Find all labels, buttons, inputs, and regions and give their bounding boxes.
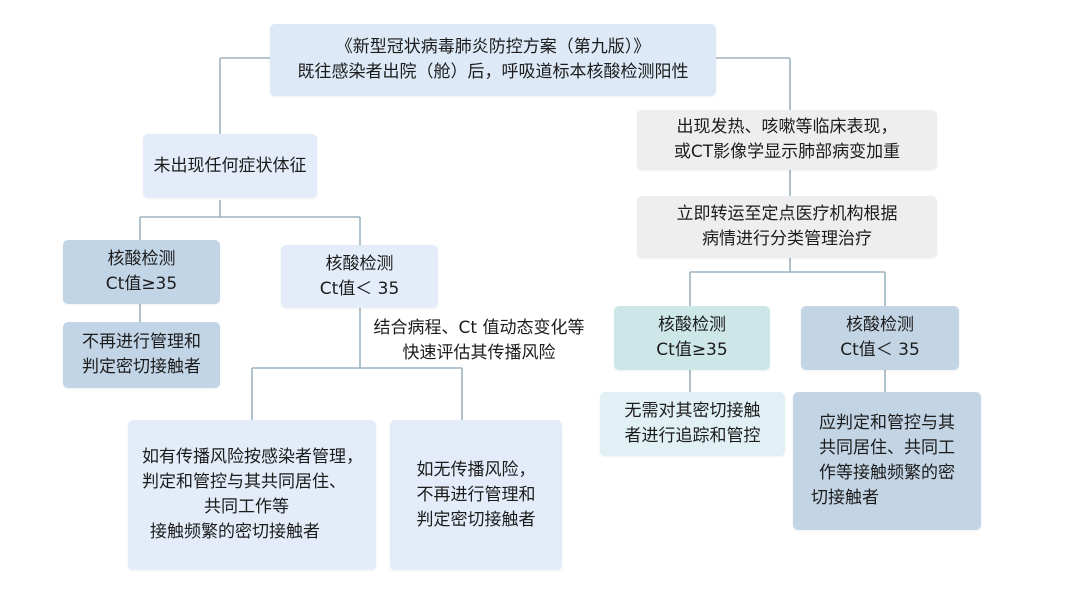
risk-yes-node: 如有传播风险按感染者管理， 判定和管控与其共同居住、 共同工作等 接触频繁的密切… — [128, 420, 376, 570]
ct-high-right-result-line-1: 无需对其密切接触 — [624, 401, 761, 421]
risk-yes-line-1: 如有传播风险按感染者管理， — [142, 447, 363, 467]
ct-low-right-result-line-2: 共同居住、共同工 — [819, 438, 955, 458]
risk-yes-line-3: 共同工作等 — [204, 497, 289, 517]
ct-high-left-line-1: 核酸检测 — [107, 249, 176, 269]
ct-high-right-result-node: 无需对其密切接触 者进行追踪和管控 — [600, 392, 785, 456]
ct-low-left-line-2: Ct值＜ 35 — [319, 278, 400, 299]
assess-label: 结合病程、Ct 值动态变化等 快速评估其传播风险 — [362, 316, 596, 366]
ct-low-left-node: 核酸检测 Ct值＜ 35 — [281, 245, 438, 308]
no-symptom-node: 未出现任何症状体征 — [143, 134, 317, 198]
ct-low-right-result-line-1: 应判定和管控与其 — [819, 413, 955, 433]
ct-high-left-node: 核酸检测 Ct值≥35 — [63, 240, 220, 304]
risk-yes-line-4: 接触频繁的密切接触者 — [150, 522, 320, 542]
ct-high-left-result-node: 不再进行管理和 判定密切接触者 — [63, 322, 220, 388]
root-line-2: 既往感染者出院（舱）后，呼吸道标本核酸检测阳性 — [297, 62, 689, 82]
ct-low-right-node: 核酸检测 Ct值＜ 35 — [801, 306, 959, 370]
ct-low-right-line-1: 核酸检测 — [846, 315, 914, 335]
risk-no-line-3: 判定密切接触者 — [416, 509, 536, 530]
root-node: 《新型冠状病毒肺炎防控方案（第九版）》 既往感染者出院（舱）后，呼吸道标本核酸检… — [270, 24, 716, 96]
root-line-1: 《新型冠状病毒肺炎防控方案（第九版）》 — [335, 37, 651, 57]
ct-low-left-line-1: 核酸检测 — [325, 253, 394, 274]
ct-low-right-line-2: Ct值＜ 35 — [840, 340, 920, 360]
transfer-node: 立即转运至定点医疗机构根据 病情进行分类管理治疗 — [637, 196, 937, 258]
assess-label-line-1: 结合病程、Ct 值动态变化等 — [373, 318, 585, 338]
ct-high-left-result-line-1: 不再进行管理和 — [82, 332, 201, 352]
ct-high-left-result-line-2: 判定密切接触者 — [82, 357, 201, 377]
ct-low-right-result-line-3: 作等接触频繁的密 — [819, 463, 955, 483]
risk-no-node: 如无传播风险， 不再进行管理和 判定密切接触者 — [390, 420, 562, 570]
symptom-line-2: 或CT影像学显示肺部病变加重 — [673, 142, 901, 162]
ct-high-right-line-1: 核酸检测 — [658, 315, 726, 335]
risk-no-line-1: 如无传播风险， — [416, 459, 536, 480]
ct-high-right-line-2: Ct值≥35 — [656, 340, 728, 360]
ct-high-left-line-2: Ct值≥35 — [105, 274, 178, 294]
symptom-line-1: 出现发热、咳嗽等临床表现， — [676, 117, 898, 137]
ct-high-right-result-line-2: 者进行追踪和管控 — [624, 426, 761, 446]
assess-label-line-2: 快速评估其传播风险 — [402, 343, 556, 363]
risk-yes-line-2: 判定和管控与其共同居住、 — [142, 472, 346, 492]
ct-high-right-node: 核酸检测 Ct值≥35 — [614, 306, 770, 370]
risk-no-line-2: 不再进行管理和 — [416, 484, 536, 505]
symptom-node: 出现发热、咳嗽等临床表现， 或CT影像学显示肺部病变加重 — [637, 110, 937, 170]
ct-low-right-result-node: 应判定和管控与其 共同居住、共同工 作等接触频繁的密 切接触者 — [793, 392, 981, 530]
transfer-line-1: 立即转运至定点医疗机构根据 — [676, 204, 898, 224]
no-symptom-line-1: 未出现任何症状体征 — [153, 155, 307, 176]
transfer-line-2: 病情进行分类管理治疗 — [702, 229, 872, 249]
ct-low-right-result-line-4: 切接触者 — [811, 488, 879, 508]
